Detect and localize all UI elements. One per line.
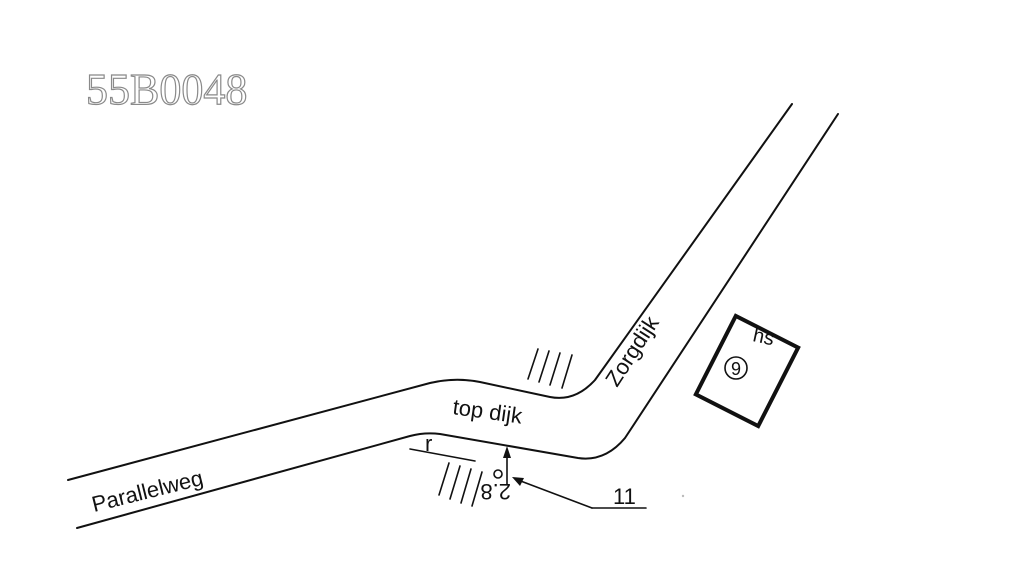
building [693, 313, 801, 429]
dike-top-label: top dijk [451, 394, 524, 429]
stray-dot [681, 494, 685, 498]
road-label-zorgdijk: Zorgdijk [600, 311, 664, 391]
house-number: 9 [731, 359, 741, 379]
survey-point [493, 469, 503, 479]
leader-line [517, 479, 593, 509]
road-edge-upper [67, 103, 793, 481]
slope-hatch-upper [527, 348, 573, 389]
slope-hatch-lower [438, 462, 483, 507]
house-number-circle [724, 356, 748, 380]
road-edge-lower [76, 113, 839, 529]
marker-line-r [409, 448, 476, 462]
marker-r-label: r [425, 431, 432, 456]
arrow-head-up-icon [503, 446, 511, 458]
leader-arrow-icon [512, 477, 524, 486]
reference-number: 11 [613, 484, 636, 509]
measurement-value: 2.8 [480, 479, 511, 504]
building-tag: hs [751, 324, 776, 350]
document-id: 55B0048 [86, 65, 247, 114]
